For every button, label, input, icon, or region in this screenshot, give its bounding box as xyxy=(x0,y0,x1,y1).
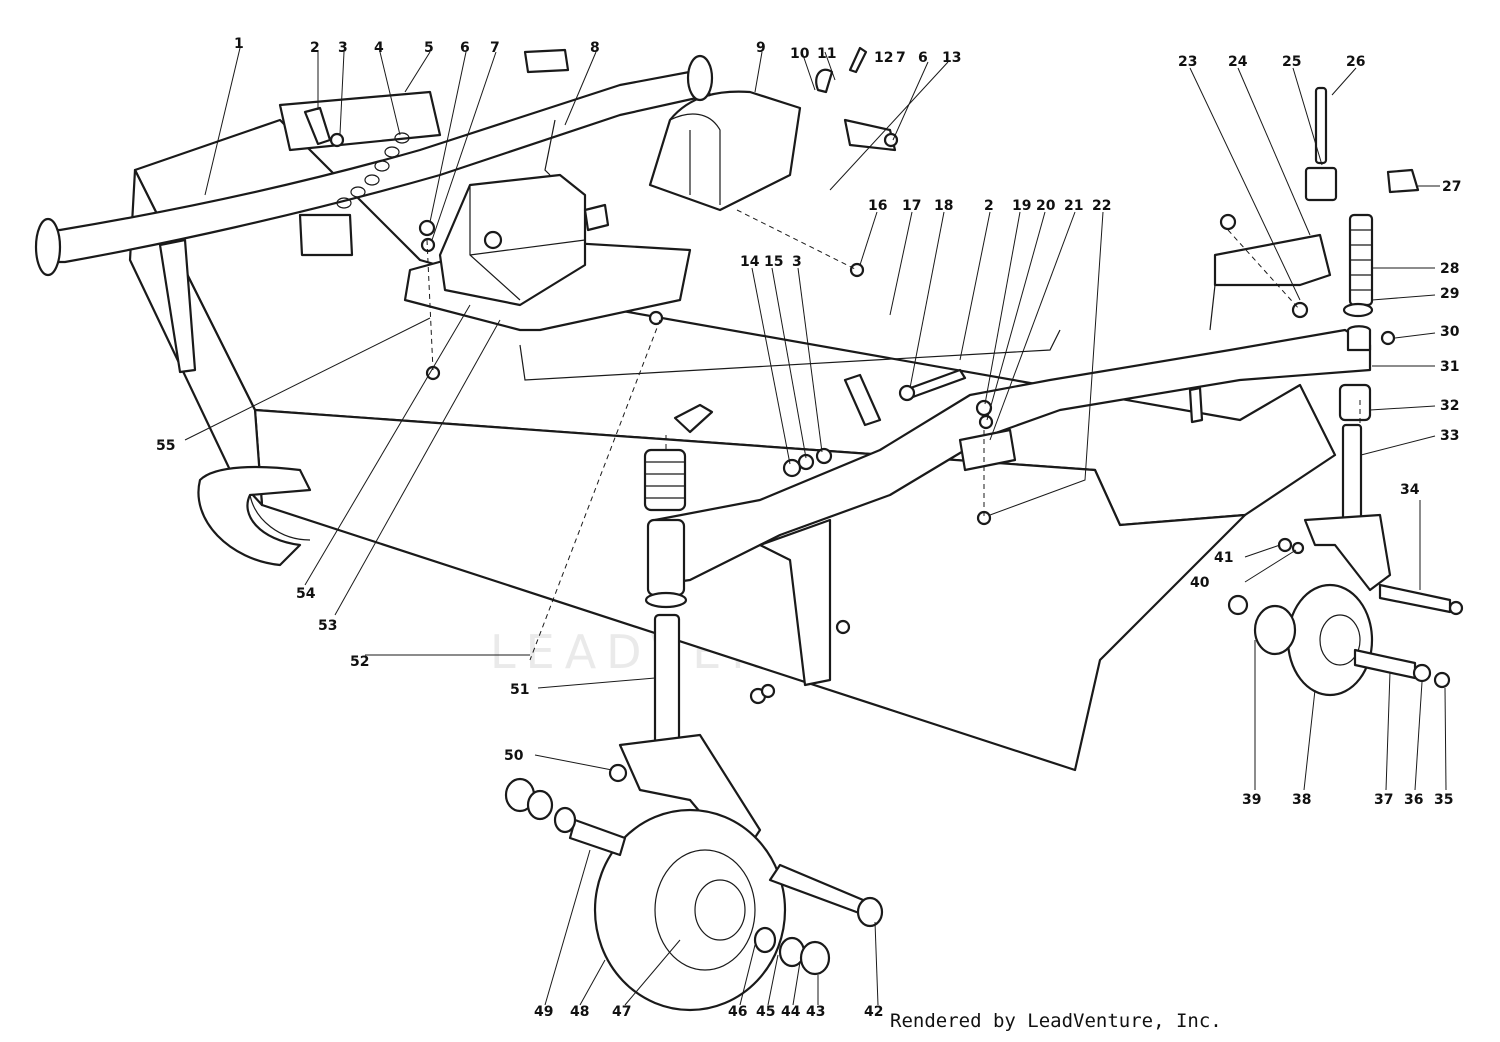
callout-2: 2 xyxy=(310,40,320,56)
callout-19: 19 xyxy=(1012,198,1031,214)
callout-48: 48 xyxy=(570,1004,589,1020)
callout-2b: 2 xyxy=(984,198,994,214)
callout-28: 28 xyxy=(1440,261,1459,277)
callout-35: 35 xyxy=(1434,792,1453,808)
callout-3: 3 xyxy=(338,40,348,56)
callout-25: 25 xyxy=(1282,54,1301,70)
callout-11: 11 xyxy=(817,46,836,62)
callout-27: 27 xyxy=(1442,179,1461,195)
mower-deck xyxy=(128,90,1337,772)
callout-13: 13 xyxy=(942,50,961,66)
callout-44: 44 xyxy=(781,1004,801,1020)
callout-47: 47 xyxy=(612,1004,631,1020)
gearbox xyxy=(438,173,610,307)
assembly-lines xyxy=(426,209,1361,661)
hardware xyxy=(303,46,1204,705)
callout-50: 50 xyxy=(504,748,524,764)
callout-46: 46 xyxy=(728,1004,747,1020)
callout-36: 36 xyxy=(1404,792,1423,808)
callout-5: 5 xyxy=(424,40,434,56)
callout-8: 8 xyxy=(590,40,600,56)
callout-15: 15 xyxy=(764,254,783,270)
callout-24: 24 xyxy=(1228,54,1248,70)
callout-18: 18 xyxy=(934,198,953,214)
callout-6: 6 xyxy=(460,40,470,56)
callout-43: 43 xyxy=(806,1004,825,1020)
callout-6b: 6 xyxy=(918,50,928,66)
callout-37: 37 xyxy=(1374,792,1393,808)
callout-54: 54 xyxy=(296,586,316,602)
callout-39: 39 xyxy=(1242,792,1261,808)
leader-lines xyxy=(184,47,1447,1006)
callout-23: 23 xyxy=(1178,54,1197,70)
callout-31: 31 xyxy=(1440,359,1459,375)
callout-16: 16 xyxy=(868,198,887,214)
callout-38: 38 xyxy=(1292,792,1311,808)
callout-40: 40 xyxy=(1190,575,1210,591)
callout-51: 51 xyxy=(510,682,529,698)
callout-14: 14 xyxy=(740,254,760,270)
callout-22: 22 xyxy=(1092,198,1111,214)
belt-cover xyxy=(648,90,802,212)
callout-29: 29 xyxy=(1440,286,1459,302)
callout-12: 12 xyxy=(874,50,893,66)
callout-7b: 7 xyxy=(896,50,906,66)
callout-34: 34 xyxy=(1400,482,1420,498)
callout-33: 33 xyxy=(1440,428,1459,444)
callout-1: 1 xyxy=(234,36,244,52)
right-caster xyxy=(1219,86,1464,697)
callout-32: 32 xyxy=(1440,398,1459,414)
callout-20: 20 xyxy=(1036,198,1056,214)
callout-45: 45 xyxy=(756,1004,775,1020)
main-frame xyxy=(653,233,1372,687)
callout-53: 53 xyxy=(318,618,337,634)
callout-52: 52 xyxy=(350,654,369,670)
callout-30: 30 xyxy=(1440,324,1460,340)
callout-10: 10 xyxy=(790,46,810,62)
credit-text: Rendered by LeadVenture, Inc. xyxy=(890,1010,1222,1032)
callout-7: 7 xyxy=(490,40,500,56)
callout-17: 17 xyxy=(902,198,921,214)
callout-9: 9 xyxy=(756,40,766,56)
callout-41: 41 xyxy=(1214,550,1233,566)
left-caster xyxy=(504,448,884,1012)
callout-26: 26 xyxy=(1346,54,1365,70)
callout-labels: 1 2 3 4 5 6 7 8 9 10 11 12 7 6 13 16 17 … xyxy=(156,36,1461,1020)
callout-21: 21 xyxy=(1064,198,1083,214)
chain xyxy=(298,132,410,257)
callout-4: 4 xyxy=(374,40,384,56)
callout-42: 42 xyxy=(864,1004,883,1020)
callout-49: 49 xyxy=(534,1004,553,1020)
callout-55: 55 xyxy=(156,438,175,454)
callout-3b: 3 xyxy=(792,254,802,270)
